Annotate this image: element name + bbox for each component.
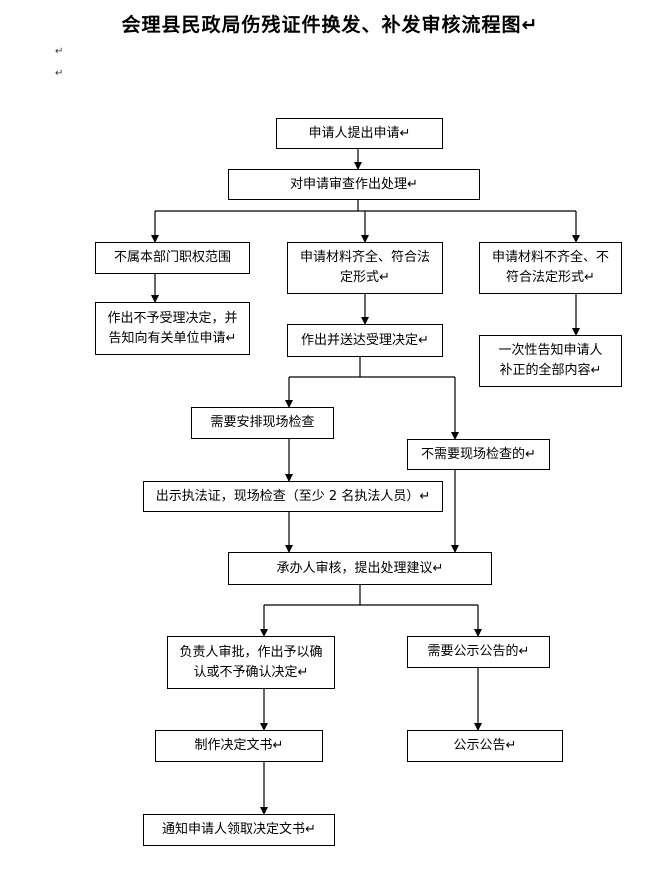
node-no-inspection: 不需要现场检查的↵ — [407, 439, 550, 470]
node-reject-decision: 作出不予受理决定，并 告知向有关单位申请↵ — [95, 302, 250, 355]
node-need-inspection: 需要安排现场检查 — [191, 407, 334, 439]
node-submit-application: 申请人提出申请↵ — [276, 118, 443, 149]
node-announcement: 公示公告↵ — [407, 730, 563, 762]
node-materials-incomplete: 申请材料不齐全、不 符合法定形式↵ — [479, 242, 622, 294]
page-title: 会理县民政局伤残证件换发、补发审核流程图↵ — [121, 14, 539, 36]
node-approval-decision: 负责人审批，作出予以确 认或不予确认决定↵ — [167, 636, 335, 689]
node-accept-decision: 作出并送达受理决定↵ — [287, 324, 443, 357]
node-notify-supplement: 一次性告知申请人 补正的全部内容↵ — [479, 335, 622, 387]
paragraph-mark: ↵ — [55, 46, 64, 57]
node-review-application: 对申请审查作出处理↵ — [228, 169, 480, 200]
node-handler-review: 承办人审核，提出处理建议↵ — [228, 552, 492, 585]
node-make-document: 制作决定文书↵ — [155, 730, 323, 762]
node-out-of-scope: 不属本部门职权范围 — [95, 242, 250, 274]
node-notify-collect-document: 通知申请人领取决定文书↵ — [143, 814, 335, 846]
node-materials-complete: 申请材料齐全、符合法 定形式↵ — [287, 242, 443, 294]
node-show-certificate: 出示执法证，现场检查（至少 2 名执法人员）↵ — [143, 481, 443, 512]
node-need-announcement: 需要公示公告的↵ — [407, 636, 550, 668]
paragraph-mark: ↵ — [55, 68, 64, 79]
